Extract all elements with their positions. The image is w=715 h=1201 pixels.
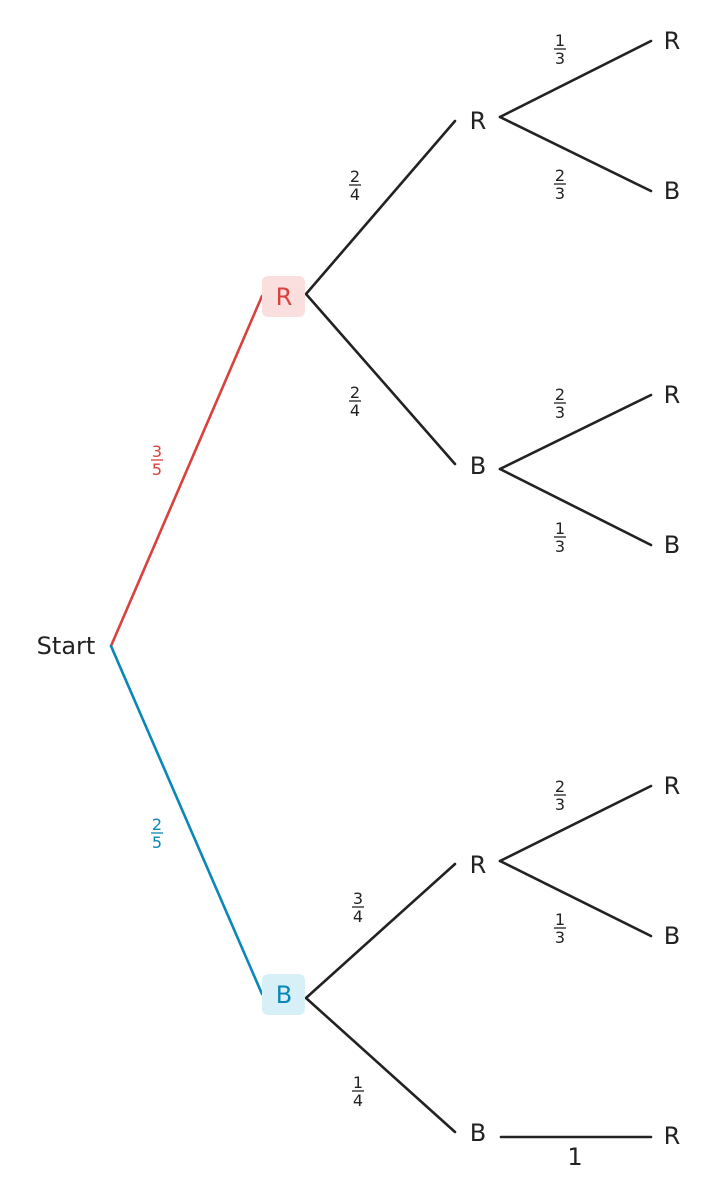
probability-br-brr: 23	[554, 777, 566, 814]
fraction-numerator: 2	[350, 167, 360, 186]
edge-start-to-r	[109, 294, 264, 648]
node-rr: R	[470, 107, 487, 135]
node-rrb: B	[664, 177, 680, 205]
edge-rb-to-rbb	[498, 467, 653, 547]
fraction-numerator: 3	[152, 442, 162, 461]
edge-br-to-brb	[498, 859, 653, 938]
fraction-denominator: 5	[152, 833, 162, 852]
probability-rr-rrb: 23	[554, 166, 566, 203]
fraction-numerator: 1	[555, 910, 565, 929]
node-bb: B	[470, 1119, 486, 1147]
probability-bb-bbr: 1	[567, 1143, 582, 1171]
node-rrr: R	[664, 27, 681, 55]
probability-r1-rr: 24	[349, 167, 361, 204]
node-r: R	[276, 283, 293, 311]
probability-rb-rbr: 23	[554, 385, 566, 422]
edge-b-to-br	[304, 862, 457, 1000]
fraction-denominator: 5	[152, 460, 162, 479]
fraction-denominator: 4	[350, 185, 360, 204]
fraction-numerator: 3	[353, 889, 363, 908]
edge-b-to-bb	[304, 996, 457, 1134]
fraction-numerator: 2	[152, 815, 162, 834]
edge-rr-to-rrb	[498, 115, 653, 193]
node-b: B	[276, 981, 292, 1009]
edge-r-to-rb	[304, 292, 457, 466]
probability-start-b1: 25	[151, 815, 163, 852]
node-rb: B	[470, 452, 486, 480]
fraction-denominator: 3	[555, 537, 565, 556]
node-brb: B	[664, 922, 680, 950]
node-rbb: B	[664, 531, 680, 559]
fraction-denominator: 3	[555, 403, 565, 422]
fraction-numerator: 2	[350, 383, 360, 402]
fraction-denominator: 3	[555, 928, 565, 947]
node-bbr: R	[664, 1122, 681, 1150]
fraction-numerator: 2	[555, 166, 565, 185]
fraction-denominator: 3	[555, 795, 565, 814]
probability-br-brb: 13	[554, 910, 566, 947]
node-start: Start	[37, 632, 96, 660]
node-rbr: R	[664, 381, 681, 409]
fraction-numerator: 1	[555, 519, 565, 538]
node-r-highlight	[262, 276, 305, 317]
fraction-denominator: 4	[353, 1091, 363, 1110]
node-br: R	[470, 851, 487, 879]
fraction-denominator: 4	[350, 401, 360, 420]
fraction-numerator: 2	[555, 385, 565, 404]
fraction-numerator: 2	[555, 777, 565, 796]
edge-br-to-brr	[498, 784, 653, 863]
fraction-denominator: 3	[555, 184, 565, 203]
fraction-denominator: 4	[353, 907, 363, 926]
probability-b1-br: 34	[352, 889, 364, 926]
probability-rr-rrr: 13	[554, 31, 566, 68]
node-brr: R	[664, 772, 681, 800]
probability-start-r1: 35	[151, 442, 163, 479]
fraction-denominator: 3	[555, 49, 565, 68]
probability-rb-rbb: 13	[554, 519, 566, 556]
node-b-highlight	[262, 974, 305, 1015]
fraction-numerator: 1	[555, 31, 565, 50]
edge-r-to-rr	[304, 119, 457, 296]
edge-rr-to-rrr	[498, 39, 653, 119]
edge-start-to-b	[109, 644, 264, 996]
probability-b1-bb: 14	[352, 1073, 364, 1110]
probability-r1-rb: 24	[349, 383, 361, 420]
edge-rb-to-rbr	[498, 393, 653, 471]
fraction-numerator: 1	[353, 1073, 363, 1092]
